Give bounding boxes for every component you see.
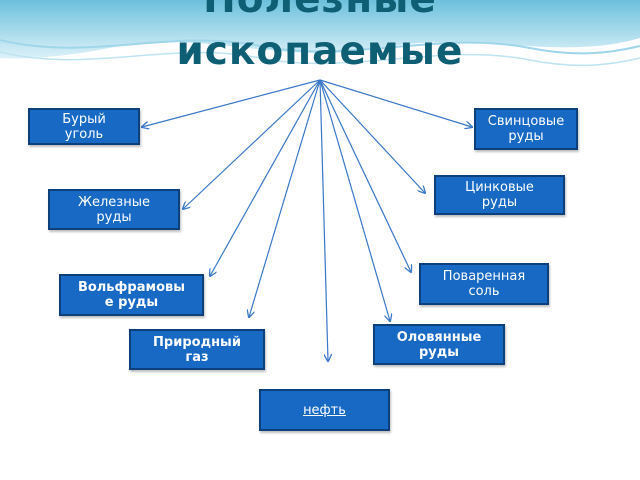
node-zinc-ores: Цинковые руды — [434, 175, 565, 215]
arrow-to-table-salt — [319, 79, 411, 272]
node-oil-label: нефть — [303, 402, 346, 418]
arrow-to-tungsten-ores — [210, 79, 321, 276]
node-tin-ores-label: Оловянные руды — [396, 329, 482, 360]
node-tungsten-ores-label: Вольфрамовы е руды — [77, 280, 186, 310]
node-natural-gas-label: Природный газ — [153, 334, 241, 365]
node-table-salt-label: Поваренная соль — [442, 269, 526, 299]
node-tin-ores: Оловянные руды — [373, 324, 505, 365]
node-tungsten-ores: Вольфрамовы е руды — [59, 274, 204, 316]
node-iron-ores: Железные руды — [48, 189, 180, 230]
arrow-to-zinc-ores — [319, 79, 425, 193]
node-lead-ores: Свинцовые руды — [474, 108, 578, 150]
node-zinc-ores-label: Цинковые руды — [465, 180, 534, 210]
arrow-to-oil — [319, 79, 328, 361]
node-lead-ores-label: Свинцовые руды — [487, 114, 565, 144]
node-natural-gas: Природный газ — [129, 329, 265, 370]
node-oil: нефть — [259, 389, 390, 431]
node-brown-coal-label: Бурый уголь — [62, 111, 106, 142]
arrow-to-natural-gas — [249, 79, 321, 317]
page-title-line-1: Полезные — [0, 0, 640, 22]
arrow-to-tin-ores — [319, 79, 390, 321]
arrow-to-iron-ores — [183, 79, 321, 209]
node-iron-ores-label: Железные руды — [78, 194, 150, 225]
decorative-wave-background — [0, 0, 640, 67]
page-title-line-2: ископаемые — [176, 29, 464, 74]
node-brown-coal: Бурый уголь — [28, 108, 140, 145]
arrow-to-lead-ores — [319, 79, 472, 127]
arrow-to-brown-coal — [142, 79, 321, 127]
node-table-salt: Поваренная соль — [419, 263, 549, 305]
